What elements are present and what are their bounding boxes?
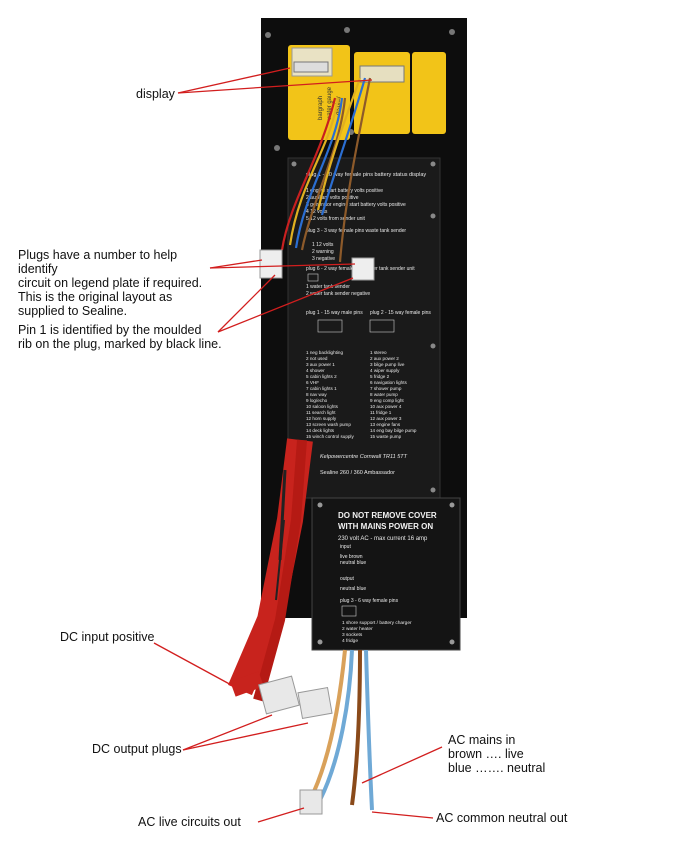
plug6-item: 1 water tank sender	[306, 284, 350, 290]
svg-text:5 cabin lights 2: 5 cabin lights 2	[306, 374, 337, 379]
svg-text:11 fridge 1: 11 fridge 1	[370, 410, 392, 415]
pin-list-right: 1 stereo 2 aux power 2 3 bilge pump live…	[370, 350, 417, 439]
plug3-item: 3 negative	[312, 256, 335, 262]
model-text: Sealine 260 / 360 Ambassador	[320, 470, 395, 476]
ac-neutral-callout: AC common neutral out	[436, 811, 568, 825]
ac-item: 1 shore support / battery charger	[342, 620, 412, 626]
svg-text:3 aux power 1: 3 aux power 1	[306, 362, 335, 367]
svg-text:6 VHF: 6 VHF	[306, 380, 319, 385]
dc-output-plugs	[258, 675, 333, 719]
svg-text:4 wiper supply: 4 wiper supply	[370, 368, 400, 373]
svg-text:1 stereo: 1 stereo	[370, 350, 387, 355]
display-label-3: display	[336, 96, 342, 115]
svg-text:10 saloon lights: 10 saloon lights	[306, 404, 339, 409]
display-callout: display	[136, 87, 175, 101]
ac-live-callout: AC live circuits out	[138, 815, 241, 829]
ac-item: 4 fridge	[342, 638, 358, 644]
dc-input-callout: DC input positive	[60, 630, 155, 644]
plug-connector-2	[351, 257, 375, 281]
plugs-callout-line: circuit on legend plate if required.	[18, 276, 203, 290]
callout-lines	[153, 67, 443, 823]
svg-text:3 bilge pump live: 3 bilge pump live	[370, 362, 405, 367]
ac-cover-plate	[311, 497, 461, 651]
ac-mains-line: brown …. live	[448, 747, 524, 761]
red-harness	[228, 438, 313, 702]
svg-text:4 shower: 4 shower	[306, 368, 325, 373]
svg-text:6 navigation lights: 6 navigation lights	[370, 380, 407, 385]
plugs-callout-line: Plugs have a number to help identify	[18, 248, 178, 276]
svg-text:11 search light: 11 search light	[306, 410, 336, 415]
svg-text:3 generator engine start batt: 3 generator engine start battery volts p…	[306, 202, 406, 208]
plugs-callout-line: This is the original layout as	[18, 290, 173, 304]
top-wiring	[280, 77, 372, 263]
svg-text:12 horn supply: 12 horn supply	[306, 416, 337, 421]
svg-text:14 deck lights: 14 deck lights	[306, 428, 335, 433]
cover-live: live brown	[340, 554, 363, 560]
display-label: bargraph	[318, 96, 324, 120]
plug2-label: plug 2 - 15 way female pins	[370, 310, 431, 316]
svg-text:1 neg backlighting: 1 neg backlighting	[306, 350, 343, 355]
legend-header: plug 1 - 10 way female pins battery stat…	[306, 172, 426, 178]
ac-mains-callout: AC mains in brown …. live blue ……. neutr…	[448, 733, 588, 775]
svg-text:7 shower pump: 7 shower pump	[370, 386, 402, 391]
ac-live-plug	[299, 789, 323, 815]
svg-text:15 winch control supply: 15 winch control supply	[306, 434, 354, 439]
svg-text:2 aux power 2: 2 aux power 2	[370, 356, 399, 361]
pin-list-left: 1 neg backlighting 2 not used 3 aux powe…	[306, 350, 354, 439]
plugs-callout: Plugs have a number to help identify cir…	[18, 248, 218, 318]
pin1-callout: Pin 1 is identified by the moulded rib o…	[18, 323, 228, 351]
cover-output: output	[340, 576, 355, 582]
pin1-callout-line: rib on the plug, marked by black line.	[18, 337, 222, 351]
dc-output-callout: DC output plugs	[92, 742, 182, 756]
svg-text:5 12 volts from sender unit: 5 12 volts from sender unit	[306, 216, 366, 222]
ac-mains-line: AC mains in	[448, 733, 516, 747]
pin1-callout-line: Pin 1 is identified by the moulded	[18, 323, 202, 337]
cover-spec: 230 volt AC - max current 16 amp	[338, 536, 428, 542]
svg-text:9 eng comp light: 9 eng comp light	[370, 398, 404, 403]
plug1-label: plug 1 - 15 way male pins	[306, 310, 363, 316]
plug3-item: 2 warning	[312, 249, 334, 255]
svg-text:1 engine start battery volts: 1 engine start battery volts positive	[306, 188, 383, 194]
svg-text:4 12 volts: 4 12 volts	[306, 209, 328, 215]
svg-text:14 eng bay bilge pump: 14 eng bay bilge pump	[370, 428, 417, 433]
plug-connector-1	[259, 249, 283, 279]
svg-text:13 screen wash pump: 13 screen wash pump	[306, 422, 351, 427]
svg-text:8 water pump: 8 water pump	[370, 392, 398, 397]
plug3-header: plug 3 - 3 way female pins waste tank se…	[306, 228, 406, 234]
svg-text:13 engine fans: 13 engine fans	[370, 422, 401, 427]
cover-neutral-out: neutral blue	[340, 586, 366, 592]
sender-module-2	[412, 52, 446, 134]
display-label-2: water gauge	[327, 86, 333, 121]
plug6-item: 2 water tank sender negative	[306, 291, 370, 297]
plug3-item: 1 12 volts	[312, 242, 334, 248]
legend-plate	[287, 157, 441, 499]
svg-text:10 aux power 4: 10 aux power 4	[370, 404, 402, 409]
brand-text: Kelpowercentre Cornwall TR11 5TT	[320, 454, 408, 460]
ac-item: 3 sockets	[342, 632, 363, 638]
svg-text:7 cabin lights 1: 7 cabin lights 1	[306, 386, 337, 391]
svg-text:5 fridge 2: 5 fridge 2	[370, 374, 390, 379]
svg-text:12 aux power 3: 12 aux power 3	[370, 416, 402, 421]
ac-cables	[308, 649, 374, 811]
ac-plug-header: plug 3 - 6 way female pins	[340, 598, 399, 604]
cover-neutral: neutral blue	[340, 560, 366, 566]
svg-text:2 not used: 2 not used	[306, 356, 328, 361]
svg-text:9 log/echo: 9 log/echo	[306, 398, 328, 403]
cover-warning-2: WITH MAINS POWER ON	[338, 522, 433, 531]
svg-text:2 auxiliary volts positive: 2 auxiliary volts positive	[306, 195, 359, 201]
cover-input: input	[340, 544, 351, 550]
legend-top-list: 1 engine start battery volts positive 2 …	[306, 188, 406, 222]
ac-item: 2 water heater	[342, 626, 373, 632]
svg-text:8 nav way: 8 nav way	[306, 392, 327, 397]
cover-warning-1: DO NOT REMOVE COVER	[338, 511, 437, 520]
ac-mains-line: blue ……. neutral	[448, 761, 546, 775]
svg-text:15 waste pump: 15 waste pump	[370, 434, 402, 439]
plugs-callout-line: supplied to Sealine.	[18, 304, 128, 318]
